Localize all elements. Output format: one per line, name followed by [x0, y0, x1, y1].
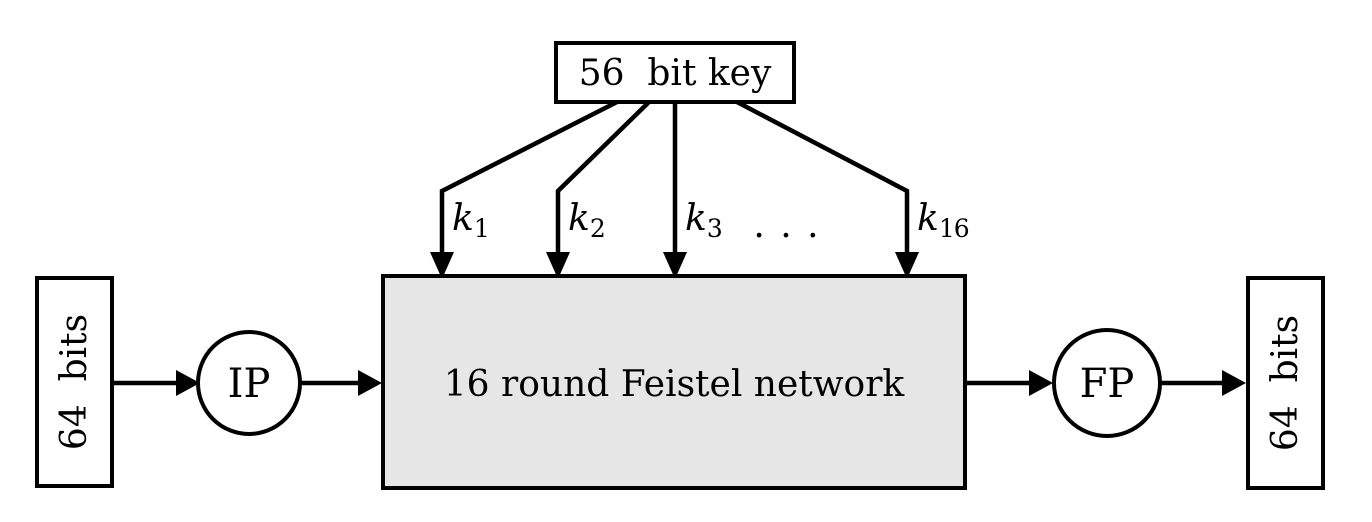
- round-key-k16-sub: 16: [938, 214, 970, 243]
- round-key-k3-base: k: [685, 198, 707, 239]
- feistel-box-rect: [381, 274, 967, 490]
- key-line-k1: [439, 99, 619, 259]
- round-key-k2-base: k: [568, 198, 590, 239]
- input-box-label: 64 bits: [54, 313, 95, 451]
- round-key-ellipsis: . . .: [753, 205, 821, 246]
- round-key-label-k2: k2: [568, 198, 606, 243]
- round-key-k2-sub: 2: [589, 214, 606, 243]
- output-box-rect: [1246, 276, 1325, 490]
- key-box-label: 56 bit key: [578, 53, 772, 94]
- output-box-label: 64 bits: [1265, 314, 1306, 452]
- input-box-rect: [35, 276, 114, 488]
- key-arrowhead-k2: [546, 252, 570, 279]
- feistel-to-fp-arrowhead: [1029, 370, 1053, 396]
- round-key-label-k3: k3: [685, 198, 723, 243]
- input-to-ip-arrowhead: [176, 370, 200, 396]
- ip-node-label: IP: [227, 361, 271, 407]
- key-line-k2: [555, 100, 651, 259]
- fp-to-output-arrowhead: [1222, 370, 1246, 396]
- round-key-k1-base: k: [452, 198, 474, 239]
- round-key-k16-base: k: [917, 198, 939, 239]
- round-key-label-k1: k1: [452, 198, 490, 243]
- fp-node-label: FP: [1079, 361, 1135, 407]
- round-key-k3-sub: 3: [706, 214, 723, 243]
- ip-to-feistel-arrowhead: [358, 370, 382, 396]
- fp-circle: [1052, 328, 1162, 438]
- key-line-k16: [735, 100, 910, 259]
- key-arrowhead-k3: [663, 252, 687, 279]
- key-box-rect: [554, 41, 796, 104]
- ip-circle: [196, 330, 302, 436]
- feistel-box-label: 16 round Feistel network: [443, 364, 905, 405]
- key-arrowhead-k1: [430, 252, 454, 279]
- round-key-label-k16: k16: [917, 198, 970, 243]
- round-key-k1-sub: 1: [473, 214, 490, 243]
- key-arrowhead-k16: [895, 252, 919, 279]
